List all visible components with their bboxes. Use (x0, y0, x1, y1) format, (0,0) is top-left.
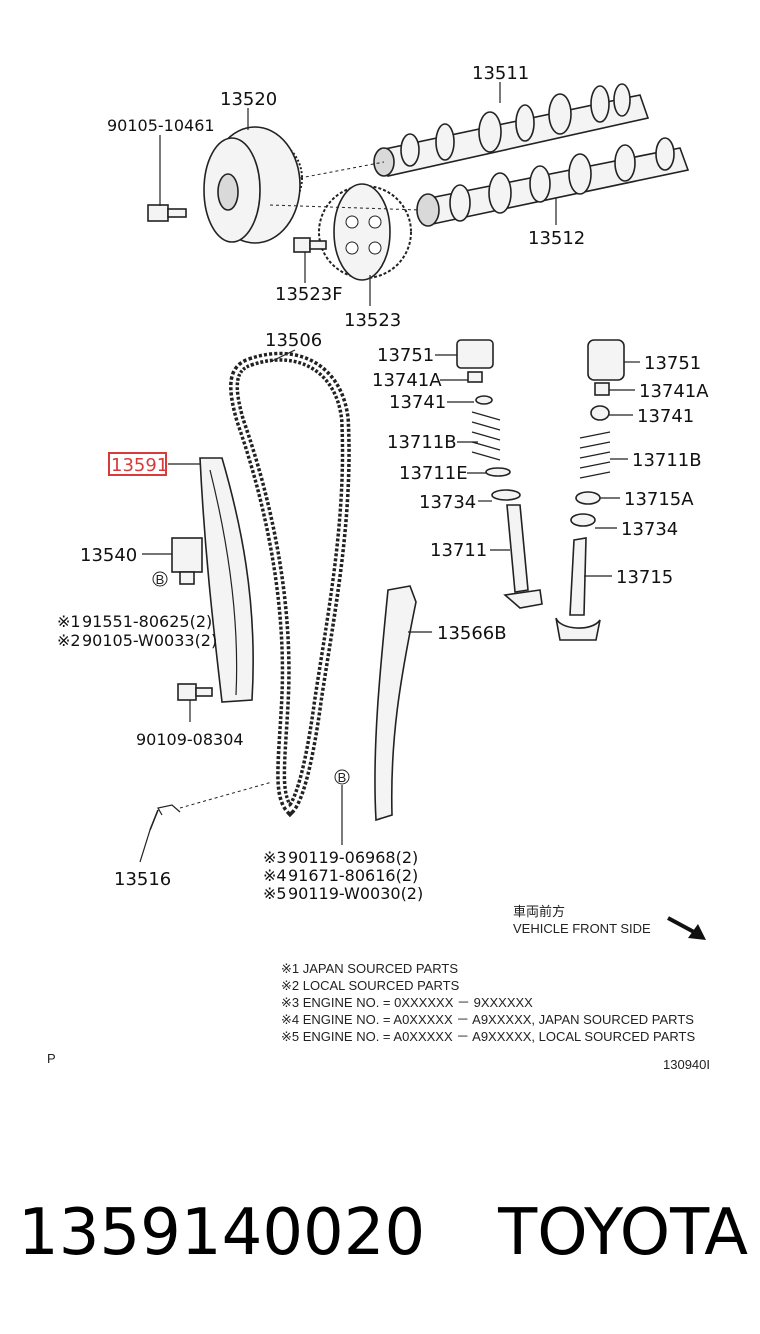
part-label-90119-w0030[interactable]: 90119-W0030(2) (288, 884, 423, 903)
timing-chain-13506 (229, 351, 351, 818)
part-label-13523f[interactable]: 13523F (275, 284, 343, 305)
tensioner-13540 (171, 537, 203, 585)
part-label-90105-w0033[interactable]: 90105-W0033(2) (82, 631, 217, 650)
marker-b-right-text: B (338, 770, 347, 785)
front-arrow-icon (667, 916, 706, 940)
leader-lines (139, 82, 640, 863)
part-label-right-13715a[interactable]: 13715A (624, 489, 694, 510)
part-label-13540[interactable]: 13540 (80, 545, 137, 566)
part-label-left-13734[interactable]: 13734 (419, 492, 476, 513)
marker-b-left-text: B (156, 572, 165, 587)
vehicle-front-jp: 車両前方 (513, 904, 565, 919)
part-label-13512[interactable]: 13512 (528, 228, 585, 249)
highlight-box-13591 (108, 452, 167, 476)
part-label-right-13734[interactable]: 13734 (621, 519, 678, 540)
valve-assembly-left (456, 339, 543, 609)
part-label-right-13741[interactable]: 13741 (637, 406, 694, 427)
part-label-left-13751[interactable]: 13751 (377, 345, 434, 366)
marker-5: ※5 (263, 884, 287, 903)
part-label-left-13711b[interactable]: 13711B (387, 432, 457, 453)
footer-brand: TOYOTA (498, 1196, 748, 1270)
note-2: ※2 LOCAL SOURCED PARTS (281, 978, 460, 993)
part-label-13566b[interactable]: 13566B (437, 623, 507, 644)
part-label-left-13711e[interactable]: 13711E (399, 463, 468, 484)
sprocket-13523 (318, 183, 412, 281)
part-label-13523[interactable]: 13523 (344, 310, 401, 331)
part-label-13511[interactable]: 13511 (472, 63, 529, 84)
note-1: ※1 JAPAN SOURCED PARTS (281, 961, 458, 976)
part-label-13516[interactable]: 13516 (114, 869, 171, 890)
part-label-90105-10461[interactable]: 90105-10461 (107, 116, 215, 135)
marker-b-right: B (334, 769, 350, 785)
footer-part-number: 1359140020 (18, 1196, 426, 1270)
part-label-90109-08304[interactable]: 90109-08304 (136, 730, 244, 749)
camshaft-13512 (416, 137, 690, 227)
footer-title: 1359140020 TOYOTA (18, 1188, 748, 1278)
part-label-91551-80625[interactable]: 91551-80625(2) (82, 612, 212, 631)
parts-diagram: B B 13511 13520 90105-10461 13512 13523F… (47, 63, 710, 1072)
bolt-90109-08304 (177, 683, 213, 701)
part-label-right-13741a[interactable]: 13741A (639, 381, 709, 402)
marker-3: ※3 (263, 848, 287, 867)
bolt-13523f (293, 237, 327, 253)
corner-code-left: P (47, 1051, 56, 1066)
part-label-90119-06968[interactable]: 90119-06968(2) (288, 848, 418, 867)
vehicle-front-en: VEHICLE FRONT SIDE (513, 921, 651, 936)
part-label-right-13711b[interactable]: 13711B (632, 450, 702, 471)
note-5: ※5 ENGINE NO. = A0XXXXX － A9XXXXX, LOCAL… (281, 1029, 695, 1044)
oil-nozzle-13516 (149, 804, 181, 831)
part-label-right-13751[interactable]: 13751 (644, 353, 701, 374)
corner-code-right: 130940I (663, 1057, 710, 1072)
chain-tensioner-slipper-13591 (199, 457, 254, 703)
note-4: ※4 ENGINE NO. = A0XXXXX － A9XXXXX, JAPAN… (281, 1012, 694, 1027)
part-label-13506[interactable]: 13506 (265, 330, 322, 351)
part-label-13520[interactable]: 13520 (220, 89, 277, 110)
chain-guide-13566b (374, 585, 417, 822)
note-3: ※3 ENGINE NO. = 0XXXXXX － 9XXXXXX (281, 995, 533, 1010)
part-label-left-13711[interactable]: 13711 (430, 540, 487, 561)
marker-b-left: B (152, 571, 168, 587)
part-label-left-13741[interactable]: 13741 (389, 392, 446, 413)
camshaft-13511 (373, 83, 650, 177)
part-label-right-13715[interactable]: 13715 (616, 567, 673, 588)
marker-2: ※2 (57, 631, 81, 650)
valve-assembly-right (555, 339, 625, 641)
part-label-13591[interactable]: 13591 (111, 455, 168, 476)
part-label-left-13741a[interactable]: 13741A (372, 370, 442, 391)
part-label-91671-80616[interactable]: 91671-80616(2) (288, 866, 418, 885)
vvt-gear-13520 (203, 126, 303, 244)
marker-1: ※1 (57, 612, 81, 631)
marker-4: ※4 (263, 866, 287, 885)
bolt-90105-10461 (147, 204, 187, 222)
